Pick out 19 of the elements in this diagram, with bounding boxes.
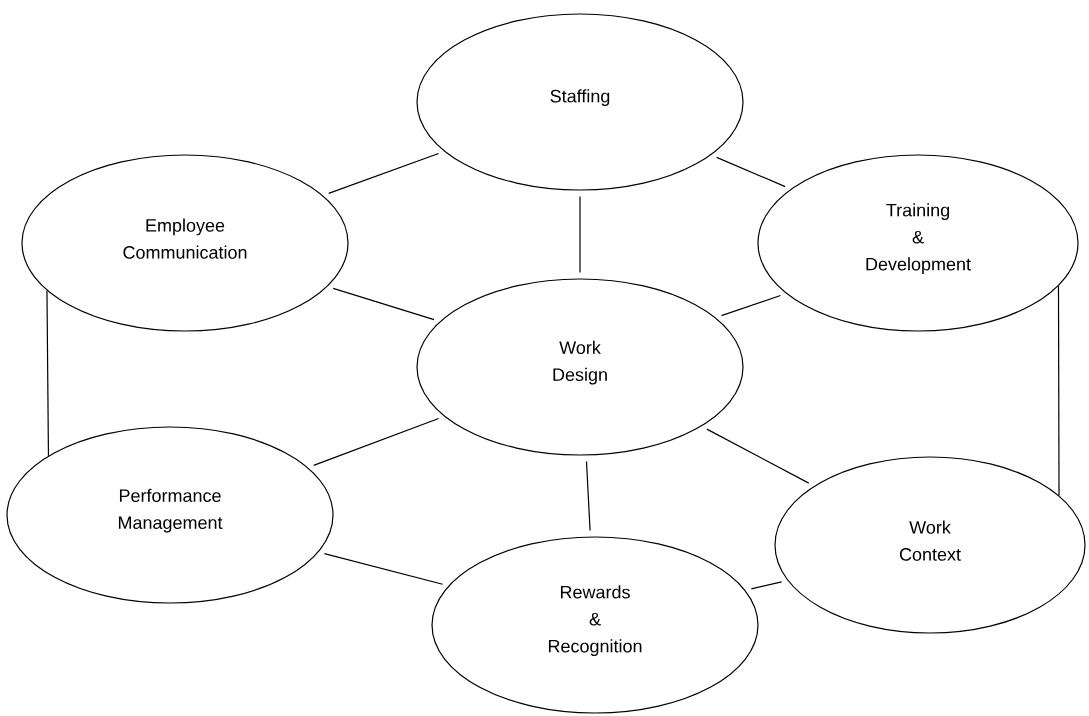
connector-line [579,196,581,273]
ellipse-node: Employee Communication [21,154,349,332]
ellipse-node: Work Design [416,278,744,456]
connector-line [332,287,435,321]
ellipse-node: Work Context [774,456,1086,634]
connector-line [46,289,50,457]
ellipse-node: Rewards & Recognition [431,536,759,714]
connector-line [1057,285,1060,497]
connector-line [328,152,440,194]
connector-line [716,156,786,188]
connector-line [720,294,782,317]
ellipse-node: Performance Management [6,426,334,604]
connector-line [585,460,591,532]
connector-line [706,428,810,484]
connector-line [313,417,440,466]
ellipse-node: Staffing [416,13,744,191]
ellipse-node: Training & Development [757,154,1079,332]
connector-line [323,552,444,585]
connector-line [750,581,783,590]
